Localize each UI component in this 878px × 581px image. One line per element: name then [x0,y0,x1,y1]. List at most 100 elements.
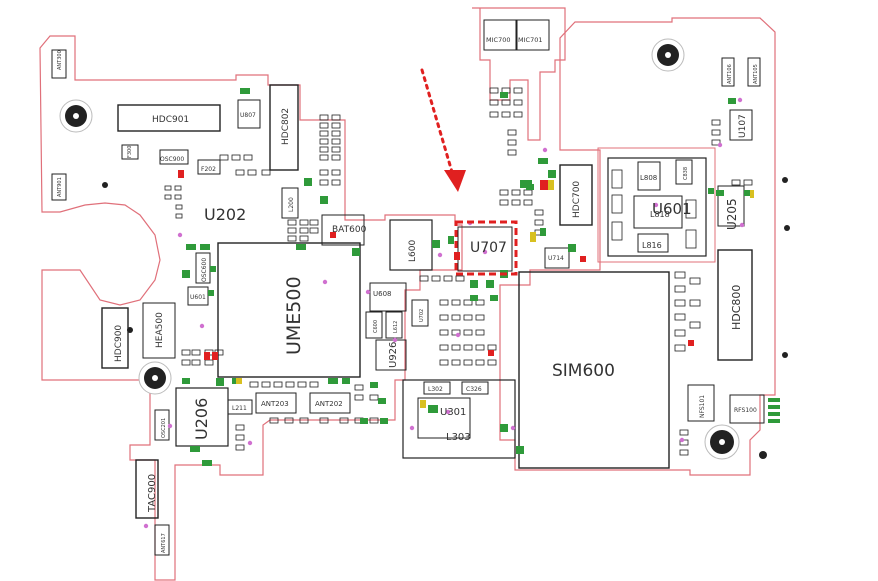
board-outline [39,7,776,581]
label-u707: U707 [470,240,507,256]
label-mic700: MIC700 [486,36,510,44]
label-osc201: OSC201 [161,418,167,438]
label-l302: L302 [428,386,443,393]
c326-cap [461,381,489,395]
label-ume500: UME500 [283,276,305,355]
rfs100-block [729,394,765,424]
c600-cap [365,311,383,339]
label-hdc802: HDC802 [281,108,291,145]
label-u206: U206 [192,398,211,440]
left-board-components [51,49,365,556]
highlight-arrow-shaft [420,68,454,174]
label-hdc700: HDC700 [572,181,582,218]
label-l200: L200 [288,197,295,212]
label-l600: L600 [408,240,418,262]
component-labels: HDC901 HDC802 U807 OSC900 F202 F300 ANT3… [57,36,759,553]
label-u601: U601 [190,294,206,301]
label-ant901: ANT901 [57,177,63,197]
bat600-connector [321,214,365,246]
osc900-chip [159,149,189,165]
ant901-block [51,173,67,201]
ant300-block [51,49,67,79]
l816-inductor [637,233,669,253]
mounting-hole [651,38,685,72]
label-hdc900: HDC900 [114,325,124,362]
label-bat600: BAT600 [332,225,367,235]
label-nfs101: NFS101 [699,395,706,418]
ant617-block [154,524,170,556]
label-c838: C838 [683,167,689,180]
l612-inductor [385,311,403,339]
mounting-hole [59,99,93,133]
ant203-block [255,392,297,414]
fiducial-dots [102,177,790,459]
label-u807: U807 [240,112,256,119]
l302-inductor [423,381,451,395]
label-f300: F300 [127,146,133,158]
mounting-hole [704,424,740,460]
hea500-block [142,302,176,359]
ume500-chip [217,242,361,378]
label-ant300: ANT300 [57,50,63,70]
mounting-holes [59,38,740,460]
mounting-hole [138,361,172,395]
label-u205: U205 [725,198,739,230]
label-sim600: SIM600 [552,361,615,381]
label-u702: U702 [419,309,425,322]
label-u714: U714 [548,255,564,262]
passive-rows [339,87,544,424]
u107-chip [729,109,753,141]
label-f202: F202 [201,166,216,173]
shield-can-u301 [402,379,516,459]
right-board-components [518,57,780,469]
label-osc600: OSC600 [201,258,208,282]
u714-chip [544,247,570,269]
f202-chip [197,159,221,175]
label-ant203: ANT203 [261,400,289,408]
u702-chip [411,299,429,327]
label-c600: C600 [373,320,379,333]
u707-chip [457,226,513,272]
label-u202: U202 [204,205,246,224]
mic701-block [516,19,550,51]
tac900-connector [135,459,159,519]
u601-shield [607,157,707,257]
label-u301: U301 [440,407,466,418]
u205-chip [717,185,745,227]
hdc900-connector [101,307,129,369]
hdc901-connector [117,104,221,132]
u301-chip [417,397,471,439]
label-l303: L303 [446,432,471,443]
label-l612: L612 [393,321,399,333]
label-osc900: OSC900 [160,156,184,163]
passive-rows [611,119,753,456]
label-l211: L211 [232,405,247,412]
c838-cap [675,159,693,185]
test-point-dots [143,97,745,529]
u707-highlight [420,68,518,276]
u926-chip [375,339,407,371]
u206-chip [175,387,229,447]
hdc800-connector [717,249,753,361]
ant105-block [747,57,761,87]
hdc802-connector [269,84,299,171]
label-tac900: TAC900 [147,474,158,513]
label-u926: U926 [388,342,399,368]
label-mic701: MIC701 [518,36,542,44]
label-ant105: ANT105 [753,64,759,84]
f300-chip [121,144,139,160]
label-l818: L818 [650,210,670,219]
highlight-box [454,220,518,276]
l808-inductor [637,161,661,191]
mic700-block [483,19,517,51]
center-components [339,19,593,459]
label-hdc901: HDC901 [152,115,189,125]
label-ant617: ANT617 [161,533,167,553]
label-ant106: ANT106 [727,64,733,84]
label-u608: U608 [373,290,391,298]
label-hea500: HEA500 [155,312,165,348]
l200-inductor [281,187,299,219]
ant106-block [721,57,735,87]
rfs-contacts [768,398,780,423]
